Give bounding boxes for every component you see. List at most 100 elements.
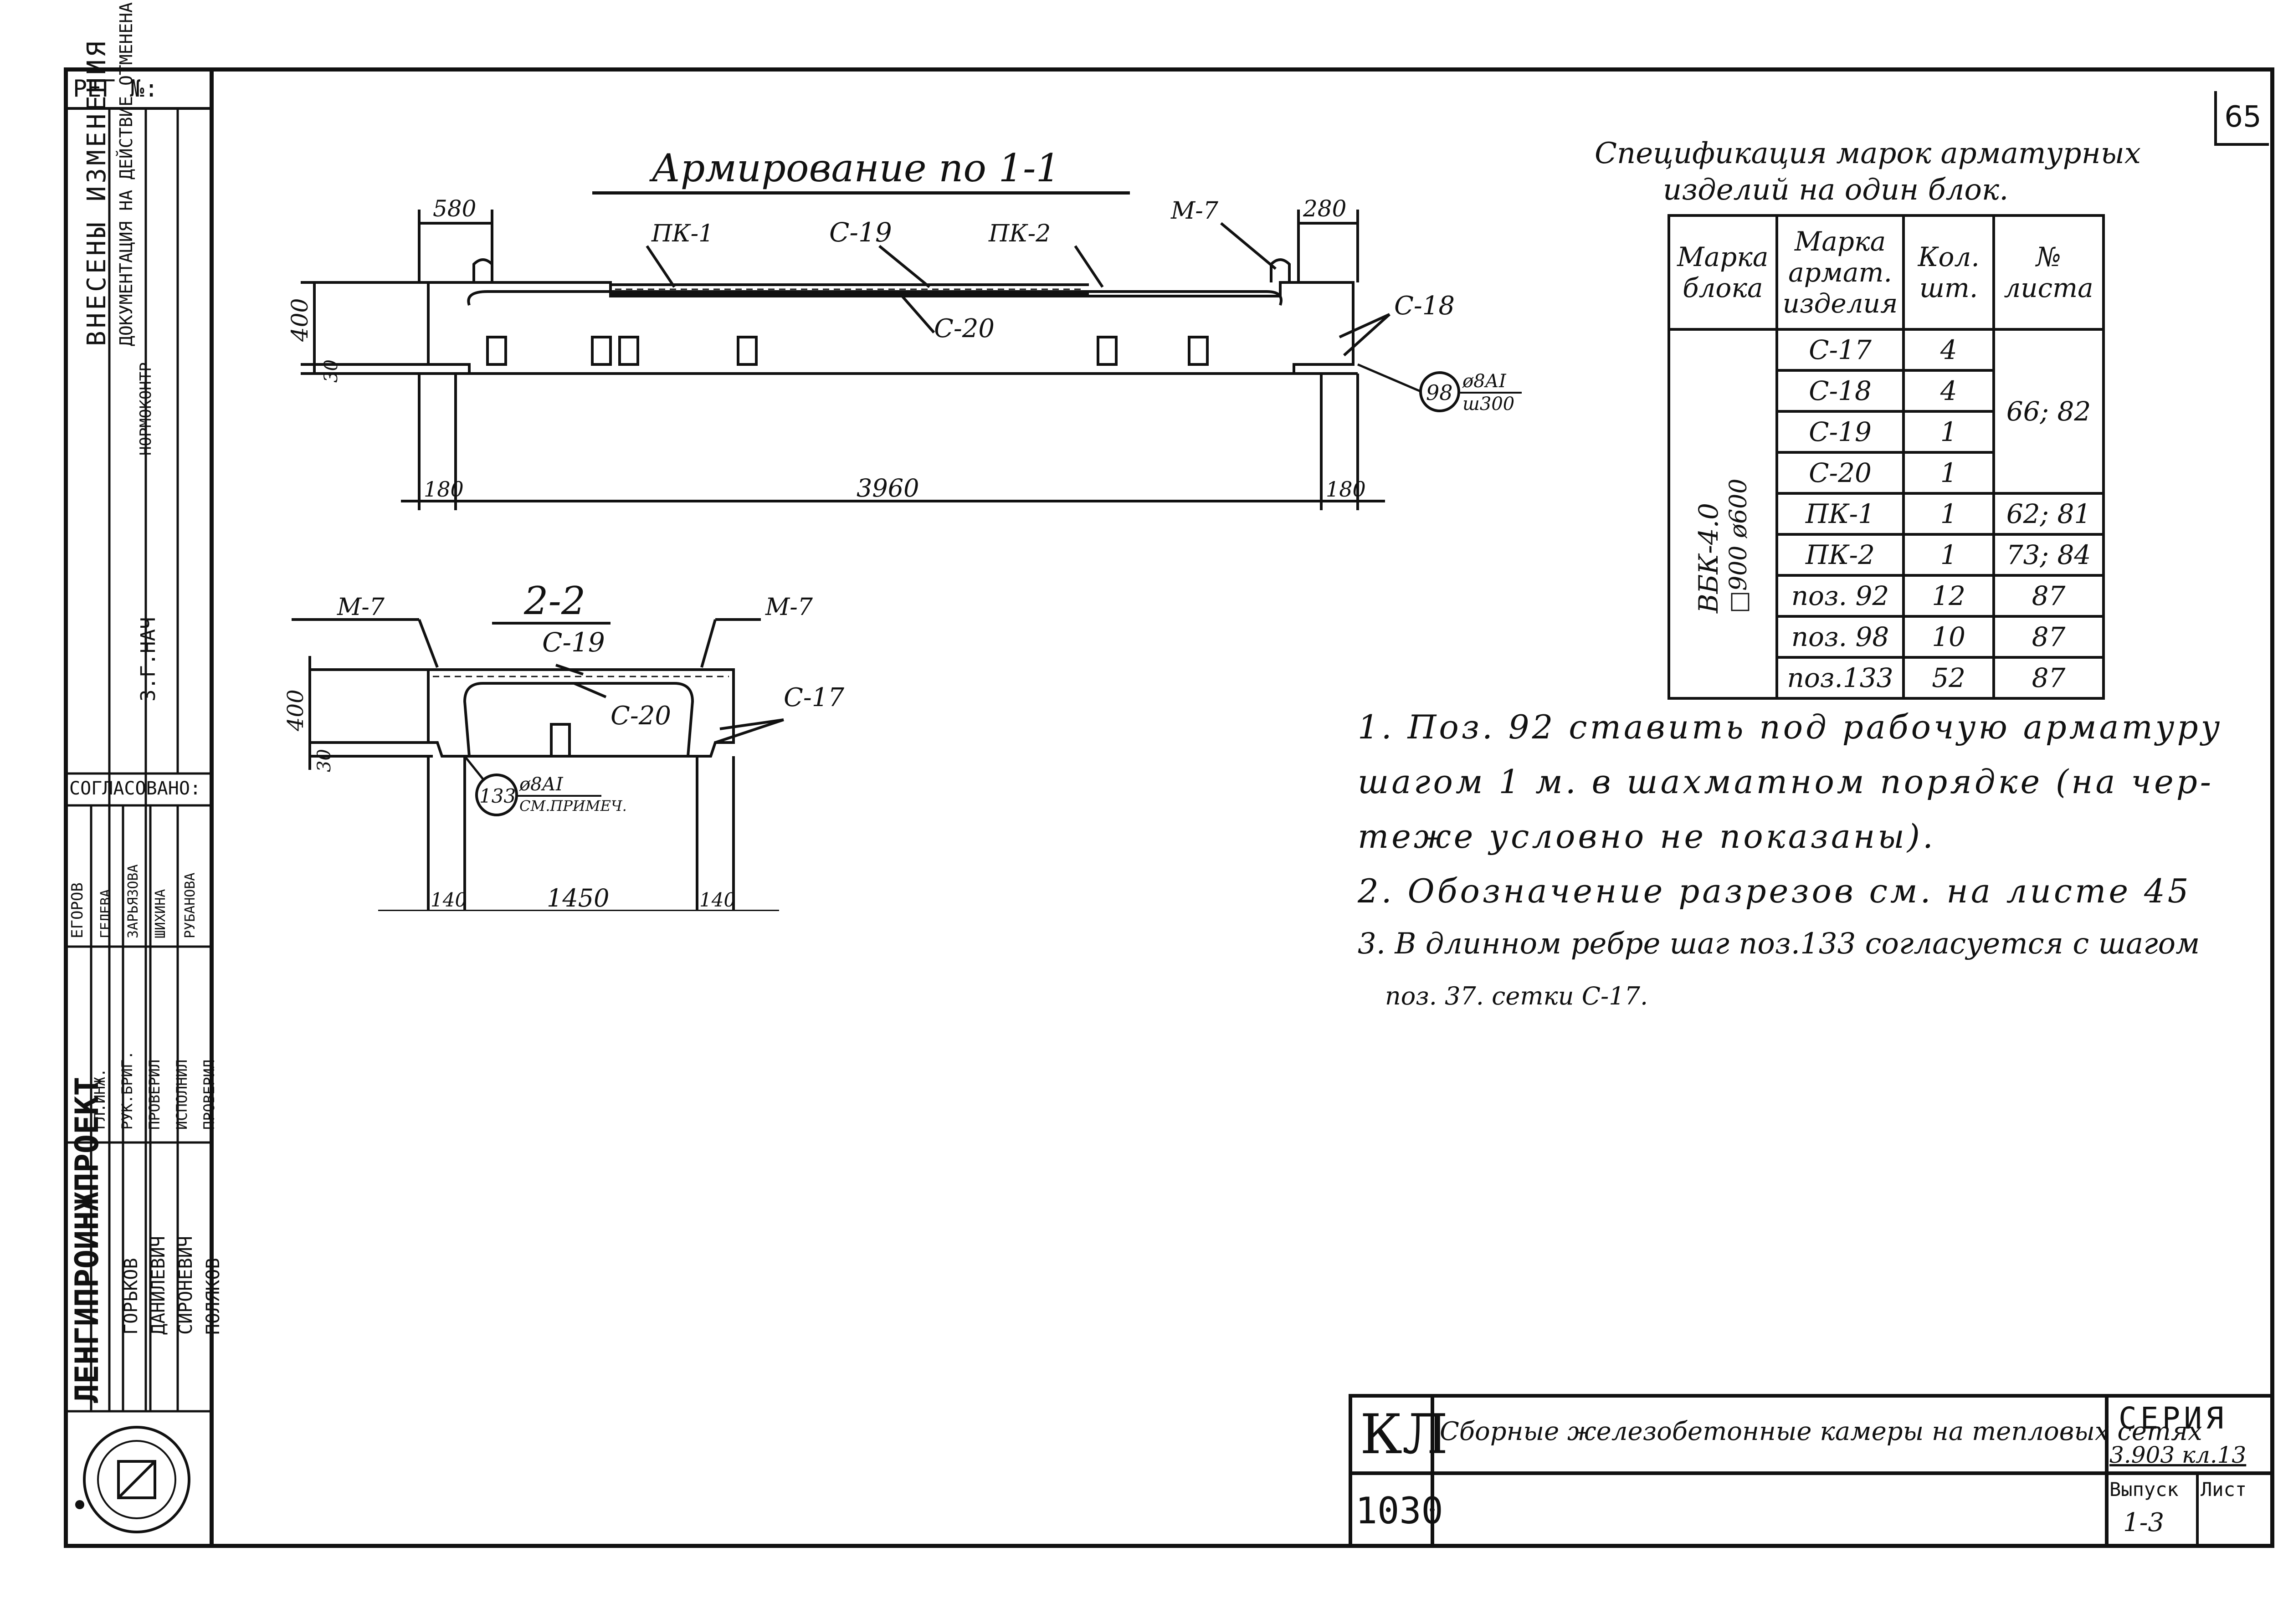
callout-98-num: 98 bbox=[1426, 380, 1453, 405]
dim-30: 30 bbox=[321, 359, 342, 383]
spec-header-item: Марка армат. изделия bbox=[1775, 214, 1905, 331]
dim-400: 400 bbox=[287, 298, 313, 342]
strip-divider-top bbox=[64, 107, 210, 110]
label-pk1: ПК-1 bbox=[651, 220, 713, 247]
label-m7: М-7 bbox=[1170, 197, 1219, 225]
changes-label: ВНЕСЕНЫ ИЗМЕНЕНИЯ bbox=[82, 38, 112, 346]
agreed-label: СОГЛАСОВАНО: bbox=[69, 778, 201, 799]
reg-label: РЕГ №: bbox=[73, 75, 159, 102]
left-strip-grid bbox=[64, 108, 210, 1533]
callout-98-top: ø8АI bbox=[1462, 371, 1507, 392]
d2-dim-140-left: 140 bbox=[431, 889, 467, 911]
spec-row-item: ПК-1 bbox=[1775, 492, 1905, 536]
spec-block-mark-cell: ВБК-4.0 □900 ø600 bbox=[1667, 328, 1778, 700]
spec-row-qty: 12 bbox=[1902, 574, 1995, 618]
agreed-name-2: ГЕЛЕВА bbox=[98, 889, 114, 938]
note-line-2: шагом 1 м. в шахматном порядке (на чер- bbox=[1358, 763, 2214, 801]
title-block-div-v2 bbox=[2105, 1394, 2109, 1548]
issue-value: 1-3 bbox=[2123, 1508, 2165, 1537]
d2-dim-1450: 1450 bbox=[547, 884, 609, 911]
changes-note: ДОКУМЕНТАЦИЯ НА ДЕЙСТВИЕ ОТМЕНЕНА bbox=[116, 2, 136, 346]
spec-row-item: поз. 92 bbox=[1775, 574, 1905, 618]
spec-row-sheet: 66; 82 bbox=[1992, 328, 2105, 495]
role-2: РУК.БРИГ. bbox=[118, 1050, 136, 1130]
issue-label: Выпуск bbox=[2109, 1478, 2179, 1501]
spec-title-line1: Спецификация марок арматурных bbox=[1595, 137, 2141, 170]
spec-row-qty: 10 bbox=[1902, 615, 1995, 659]
label-c18: С-18 bbox=[1394, 291, 1455, 321]
d2-label-m7-right: М-7 bbox=[765, 594, 813, 621]
note-line-6: поз. 37. сетки С-17. bbox=[1385, 982, 1648, 1010]
signature-label: З.Г.НАЧ bbox=[137, 617, 160, 702]
note-line-5: 3. В длинном ребре шаг поз.133 согласует… bbox=[1358, 927, 2200, 961]
person-1: ГОРЬКОВ bbox=[121, 1258, 142, 1335]
d2-dim-30: 30 bbox=[314, 749, 335, 772]
spec-row-item: ПК-2 bbox=[1775, 533, 1905, 577]
title-block-div-v3 bbox=[2196, 1471, 2199, 1548]
d2-dim-140-right: 140 bbox=[699, 889, 736, 911]
spec-row-item: С-19 bbox=[1775, 410, 1905, 454]
spec-block-mark-sub: □900 ø600 bbox=[1725, 478, 1752, 613]
role-5: ПРОВЕРИЛ bbox=[200, 1059, 218, 1130]
callout-133-circle bbox=[475, 774, 518, 816]
drawing-1-section: 580 280 400 30 180 3960 180 ПК-1 С-19 ПК… bbox=[287, 195, 1522, 510]
drawing-1-title-underline bbox=[592, 191, 1130, 195]
spec-row-qty: 4 bbox=[1902, 328, 1995, 372]
spec-table: Марка блока Марка армат. изделия Кол. шт… bbox=[1667, 214, 2105, 700]
spec-row-qty: 1 bbox=[1902, 492, 1995, 536]
spec-row-item: С-18 bbox=[1775, 369, 1905, 413]
spec-row-sheet: 87 bbox=[1992, 574, 2105, 618]
institute-logo bbox=[75, 1426, 190, 1533]
spec-block-mark: ВБК-4.0 bbox=[1693, 503, 1724, 613]
agreed-name-4: ШИХИНА bbox=[153, 889, 169, 938]
person-4: ПОЛЯКОВ bbox=[203, 1258, 224, 1335]
person-3: СИРОНЕВИЧ bbox=[175, 1236, 196, 1335]
kl-mark: КЛ bbox=[1360, 1403, 1448, 1466]
spec-row-item: С-20 bbox=[1775, 451, 1905, 495]
role-1: ГЛ.ИНЖ. bbox=[91, 1068, 108, 1130]
spec-row-item: С-17 bbox=[1775, 328, 1905, 372]
dim-580: 580 bbox=[433, 195, 476, 222]
agreed-name-1: ЕГОРОВ bbox=[68, 882, 87, 938]
title-block-div-h bbox=[1349, 1471, 2274, 1475]
spec-row-sheet: 73; 84 bbox=[1992, 533, 2105, 577]
dim-180-left: 180 bbox=[424, 477, 464, 502]
spec-row-sheet: 62; 81 bbox=[1992, 492, 2105, 536]
d2-label-c19: С-19 bbox=[542, 627, 605, 658]
spec-header-block: Марка блока bbox=[1667, 214, 1778, 331]
normcontrol-label: НОРМОКОНТР bbox=[137, 362, 155, 456]
note-line-4: 2. Обозначение разрезов см. на листе 45 bbox=[1358, 872, 2191, 910]
left-title-strip bbox=[64, 67, 210, 1548]
callout-133-num: 133 bbox=[479, 785, 516, 807]
note-line-1: 1. Поз. 92 ставить под рабочую арматуру bbox=[1358, 708, 2223, 746]
spec-row-qty: 1 bbox=[1902, 451, 1995, 495]
spec-row-qty: 1 bbox=[1902, 410, 1995, 454]
spec-row-qty: 4 bbox=[1902, 369, 1995, 413]
spec-row-item: поз. 98 bbox=[1775, 615, 1905, 659]
callout-133-top: ø8АI bbox=[519, 774, 564, 795]
sheet-frame bbox=[210, 67, 2274, 1548]
label-pk2: ПК-2 bbox=[988, 220, 1051, 247]
label-c20: С-20 bbox=[934, 314, 995, 343]
series-label: СЕРИЯ bbox=[2119, 1401, 2227, 1436]
note-line-3: теже условно не показаны). bbox=[1358, 817, 1936, 856]
drawing-1-title: Армирование по 1-1 bbox=[652, 146, 1060, 190]
spec-title-line2: изделий на один блок. bbox=[1663, 173, 2009, 207]
spec-row-sheet: 87 bbox=[1992, 615, 2105, 659]
dim-280: 280 bbox=[1303, 195, 1346, 222]
spec-row-qty: 1 bbox=[1902, 533, 1995, 577]
kl-code: 1030 bbox=[1355, 1490, 1443, 1532]
dim-3960: 3960 bbox=[857, 474, 919, 502]
d2-label-c17: С-17 bbox=[784, 683, 844, 712]
d2-dim-400: 400 bbox=[283, 689, 308, 732]
person-2: ДАНИЛЕВИЧ bbox=[148, 1236, 169, 1335]
drawing-2-section: М-7 С-19 М-7 С-17 С-20 400 30 140 1450 1… bbox=[283, 594, 844, 911]
spec-header-qty: Кол. шт. bbox=[1902, 214, 1995, 331]
spec-header-sheet: № листа bbox=[1992, 214, 2105, 331]
spec-row-item: поз.133 bbox=[1775, 656, 1905, 700]
agreed-name-5: РУБАНОВА bbox=[182, 872, 198, 939]
sheet-label: Лист bbox=[2201, 1478, 2247, 1501]
agreed-name-3: ЗАРЬЯЗОВА bbox=[125, 864, 141, 938]
role-4: ИСПОЛНИЛ bbox=[173, 1059, 190, 1130]
drawing-2-title: 2-2 bbox=[524, 579, 586, 623]
